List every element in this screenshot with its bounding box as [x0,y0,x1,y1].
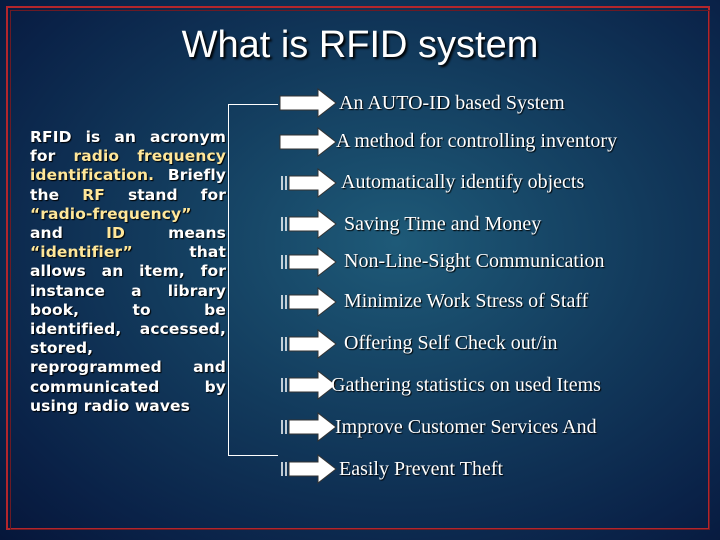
definition-highlight: “radio-frequency” [30,204,192,223]
feature-item: Non-Line-Sight Communication [344,250,605,272]
feature-item: Improve Customer Services And [335,416,597,438]
rfid-definition: RFID is an acronym for radio frequency i… [30,128,226,416]
arrow-right-icon [281,329,337,359]
feature-item: A method for controlling inventory [336,130,618,152]
definition-text: Briefly the [30,166,226,204]
feature-item: An AUTO-ID based System [339,92,565,114]
feature-item: Easily Prevent Theft [339,458,504,480]
definition-text: and [30,224,107,243]
feature-item: Offering Self Check out/in [344,332,558,354]
arrow-right-icon [281,454,337,484]
definition-text: RFID is an acronym for [30,128,226,166]
arrow-right-icon [281,209,337,239]
definition-text: stand for [104,185,226,204]
definition-text: that allows an item, for instance a libr… [30,243,226,415]
definition-highlight: RF [82,185,105,204]
arrow-right-icon [281,370,337,400]
slide-frame-inner [10,10,710,530]
arrow-right-icon [281,247,337,277]
feature-item: Saving Time and Money [344,213,542,235]
feature-item: Gathering statistics on used Items [331,374,601,396]
definition-highlight: ID [106,224,125,243]
definition-highlight: radio frequency identification. [30,147,226,185]
slide-title: What is RFID system [181,24,539,66]
feature-item: Automatically identify objects [341,171,585,193]
arrow-right-icon [279,88,337,118]
connector-bracket [228,104,278,456]
arrow-right-icon [279,127,337,157]
definition-text: means [124,224,226,243]
arrow-right-icon [281,412,337,442]
arrow-right-icon [281,287,337,317]
arrow-right-icon [281,168,337,198]
definition-highlight: “identifier” [30,243,133,262]
feature-item: Minimize Work Stress of Staff [344,290,589,312]
